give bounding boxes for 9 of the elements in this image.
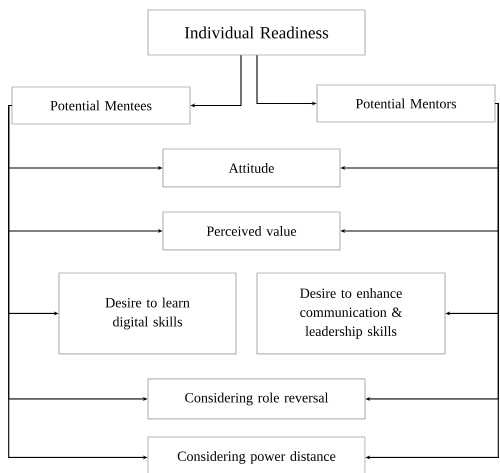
- concept-box: Potential Mentors: [316, 84, 496, 122]
- concept-box: Perceived value: [162, 212, 340, 250]
- concept-box: Desire to enhance communication & leadership skills: [256, 272, 446, 354]
- concept-box: Individual Readiness: [148, 10, 366, 56]
- concept-box: Attitude: [162, 148, 340, 188]
- concept-box: Potential Mentees: [12, 86, 190, 124]
- concept-box: Considering power distance: [148, 436, 366, 473]
- concept-box: Desire to learn digital skills: [58, 272, 236, 354]
- concept-box: Considering role reversal: [148, 378, 366, 420]
